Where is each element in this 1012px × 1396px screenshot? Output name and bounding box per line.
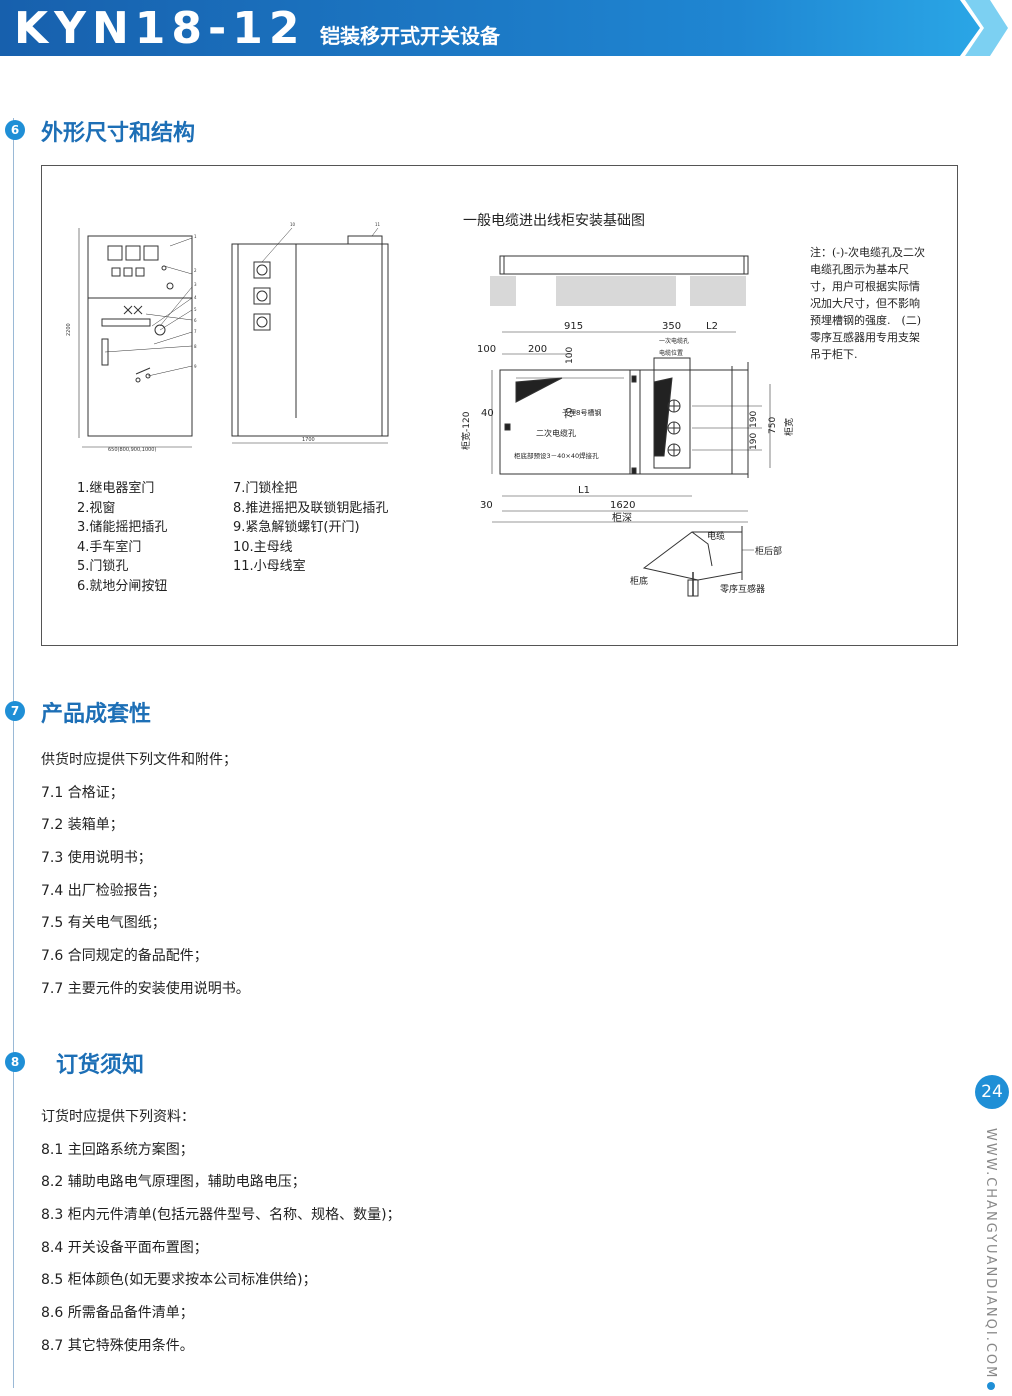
section-title-ordering: 订货须知 xyxy=(56,1053,145,1078)
dim-190b: 190 xyxy=(749,433,759,450)
page-dot xyxy=(987,1382,995,1390)
foundation-title: 一般电缆进出线柜安装基础图 xyxy=(463,213,645,229)
legend-item: 8.推进摇把及联锁钥匙插孔 xyxy=(233,500,389,516)
legend-item: 3.储能摇把插孔 xyxy=(77,520,168,535)
model-number: KYN18-12 xyxy=(14,3,306,54)
callout-5: 5 xyxy=(194,307,197,312)
dim-350: 350 xyxy=(662,321,681,332)
page-number: 24 xyxy=(975,1075,1009,1109)
dim-915: 915 xyxy=(564,321,583,332)
list-item: 8.2 辅助电路电气原理图，辅助电路电压； xyxy=(41,1174,306,1191)
callout-2: 2 xyxy=(194,268,197,273)
dim-cabinet-width: 柜宽 xyxy=(783,418,795,436)
callout-4: 4 xyxy=(194,295,197,300)
dim-40: 40 xyxy=(481,408,494,419)
label-cable: 电缆 xyxy=(707,530,725,542)
section-badge-7: 7 xyxy=(5,701,25,721)
dim-1620: 1620 xyxy=(610,500,635,511)
legend-item: 1.继电器室门 xyxy=(77,481,155,496)
front-width-dim: 650(800,900,1000) xyxy=(108,447,156,453)
legend-item: 10.主母线 xyxy=(233,539,293,555)
section-badge-8: 8 xyxy=(5,1052,25,1072)
list-item: 8.6 所需备品备件清单； xyxy=(41,1305,194,1322)
legend-right: 7.门锁栓把 8.推进摇把及联锁钥匙插孔 9.紧急解锁螺钉(开门) 10.主母线… xyxy=(233,479,388,577)
dim-100a: 100 xyxy=(477,344,496,355)
supply-intro: 供货时应提供下列文件和附件； xyxy=(41,752,237,768)
order-intro: 订货时应提供下列资料： xyxy=(41,1109,195,1125)
callout-8: 8 xyxy=(194,344,197,349)
dim-750: 750 xyxy=(768,417,778,434)
supply-list: 供货时应提供下列文件和附件； 7.1 合格证； 7.2 装箱单； 7.3 使用说… xyxy=(41,744,250,1006)
section-title-completeness: 产品成套性 xyxy=(41,702,152,727)
list-item: 7.5 有关电气图纸； xyxy=(41,915,166,932)
list-item: 7.1 合格证； xyxy=(41,784,124,801)
dim-L1: L1 xyxy=(578,485,590,496)
installation-note: 注：(-)-次电缆孔及二次电缆孔图示为基本尺寸，用户可根据实际情况加大尺寸，但不… xyxy=(810,246,926,361)
legend-item: 5.门锁孔 xyxy=(77,559,129,574)
dim-L2: L2 xyxy=(706,321,718,332)
label-weld-holes: 柜底部预设3－40×40焊接孔 xyxy=(514,451,599,460)
legend-item: 11.小母线室 xyxy=(233,559,306,574)
header-banner: KYN18-12 铠装移开式开关设备 xyxy=(0,0,1012,58)
legend-left: 1.继电器室门 2.视窗 3.储能摇把插孔 4.手车室门 5.门锁孔 6.就地分… xyxy=(77,479,167,596)
list-item: 8.3 柜内元件清单(包括元器件型号、名称、规格、数量)； xyxy=(41,1207,401,1224)
section-badge-6: 6 xyxy=(5,120,25,140)
dim-30: 30 xyxy=(480,500,493,511)
dim-200: 200 xyxy=(528,344,547,355)
label-secondary-cable-hole: 二次电缆孔 xyxy=(536,428,576,438)
left-guide-line xyxy=(13,118,14,1388)
technical-drawing: 2200 650(800,900,1000) xyxy=(66,222,795,597)
side-view: 10 11 1700 xyxy=(231,222,389,444)
legend-item: 2.视窗 xyxy=(77,500,116,516)
header-subtitle: 铠装移开式开关设备 xyxy=(320,24,500,48)
list-item: 8.7 其它特殊使用条件。 xyxy=(41,1337,194,1354)
callout-9: 9 xyxy=(194,364,197,369)
drawing-frame: 2200 650(800,900,1000) xyxy=(41,165,958,646)
callout-6: 6 xyxy=(194,318,197,323)
dim-cabinet-depth: 柜深 xyxy=(612,511,632,524)
list-item: 7.3 使用说明书； xyxy=(41,850,152,867)
label-primary-cable-hole: 一次电缆孔 xyxy=(659,337,689,345)
front-height-dim: 2200 xyxy=(66,323,72,336)
dim-width-minus-120: 柜宽-120 xyxy=(460,411,472,450)
section-title-dimensions: 外形尺寸和结构 xyxy=(41,121,196,146)
front-view: 2200 650(800,900,1000) xyxy=(66,228,197,453)
side-width-dim: 1700 xyxy=(302,437,315,443)
label-zero-sequence-ct: 零序互感器 xyxy=(720,583,765,595)
list-item: 8.4 开关设备平面布置图； xyxy=(41,1239,208,1256)
list-item: 7.4 出厂检验报告； xyxy=(41,882,166,899)
label-cabinet-bottom: 柜底 xyxy=(630,575,648,587)
callout-11: 11 xyxy=(375,222,381,227)
header-banner-shape xyxy=(0,0,1008,56)
legend-item: 7.门锁栓把 xyxy=(233,481,298,496)
list-item: 8.5 柜体颜色(如无要求按本公司标准供给)； xyxy=(41,1272,317,1289)
dim-70: 70 xyxy=(565,407,575,419)
list-item: 8.1 主回路系统方案图； xyxy=(41,1141,194,1158)
label-cable-position: 电缆位置 xyxy=(659,349,683,357)
callout-1: 1 xyxy=(194,234,197,239)
website-url: WWW.CHANGYUANDIANQI.COM xyxy=(983,1128,998,1380)
callout-7: 7 xyxy=(194,329,197,334)
dim-100b: 100 xyxy=(565,347,575,364)
label-cabinet-rear: 柜后部 xyxy=(755,545,782,557)
foundation-plan: 915 350 L2 100 200 100 柜宽-120 40 70 予埋8号… xyxy=(460,255,795,597)
callout-10: 10 xyxy=(290,222,296,227)
legend-item: 9.紧急解锁螺钉(开门) xyxy=(233,520,360,535)
label-channel-steel: 予埋8号槽钢 xyxy=(562,408,601,417)
list-item: 7.2 装箱单； xyxy=(41,817,124,834)
legend-item: 6.就地分闸按钮 xyxy=(77,578,168,594)
order-list: 订货时应提供下列资料： 8.1 主回路系统方案图； 8.2 辅助电路电气原理图，… xyxy=(41,1101,401,1363)
list-item: 7.6 合同规定的备品配件； xyxy=(41,948,208,965)
list-item: 7.7 主要元件的安装使用说明书。 xyxy=(41,980,250,997)
callout-3: 3 xyxy=(194,282,197,287)
dim-190a: 190 xyxy=(749,411,759,428)
legend-item: 4.手车室门 xyxy=(77,539,142,555)
